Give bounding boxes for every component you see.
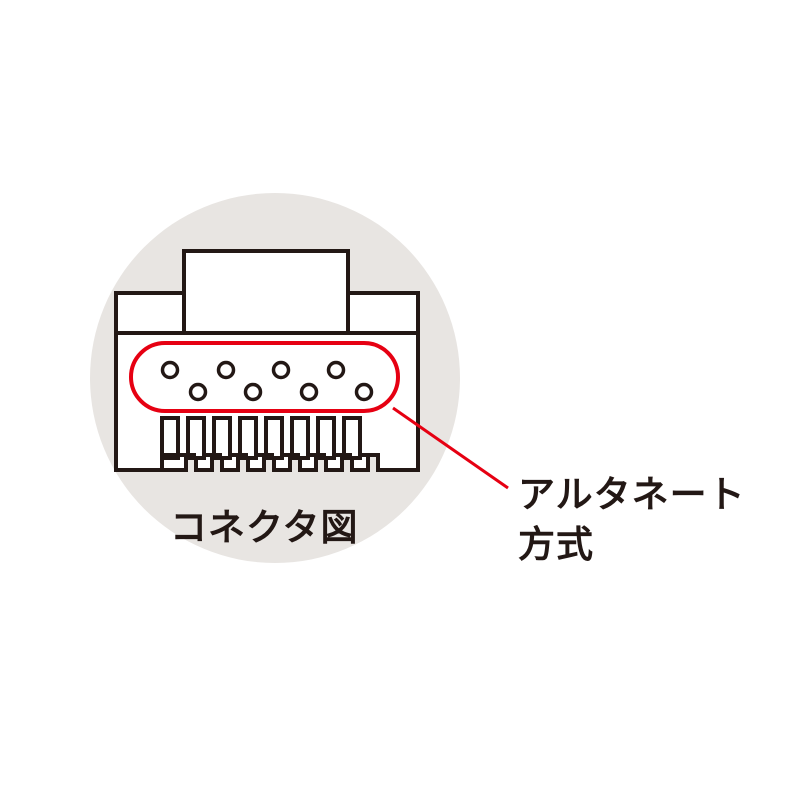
callout-label-line2: 方式 (518, 523, 594, 566)
pin (354, 382, 374, 402)
contact-finger (238, 416, 258, 460)
connector-shoulder-left (114, 291, 186, 335)
pin (326, 360, 346, 380)
contact-finger (186, 416, 206, 460)
pin (216, 360, 236, 380)
pin-row-top (160, 360, 346, 380)
contact-finger (290, 416, 310, 460)
callout-label-line1: アルタネート (518, 473, 746, 516)
pin (271, 360, 291, 380)
pin-row-bottom (188, 382, 374, 402)
pin (243, 382, 263, 402)
pin (188, 382, 208, 402)
contact-finger (342, 416, 362, 460)
contact-fingers (160, 416, 362, 460)
pin (299, 382, 319, 402)
contact-finger (316, 416, 336, 460)
contact-finger (212, 416, 232, 460)
contact-finger (264, 416, 284, 460)
connector-shoulder-right (346, 291, 420, 335)
callout-leader-line (392, 406, 509, 490)
diagram-caption: コネクタ図 (170, 506, 359, 549)
connector-latch-top (182, 249, 350, 335)
contact-finger (160, 416, 180, 460)
pin (160, 360, 180, 380)
callout-label: アルタネート 方式 (518, 470, 746, 570)
